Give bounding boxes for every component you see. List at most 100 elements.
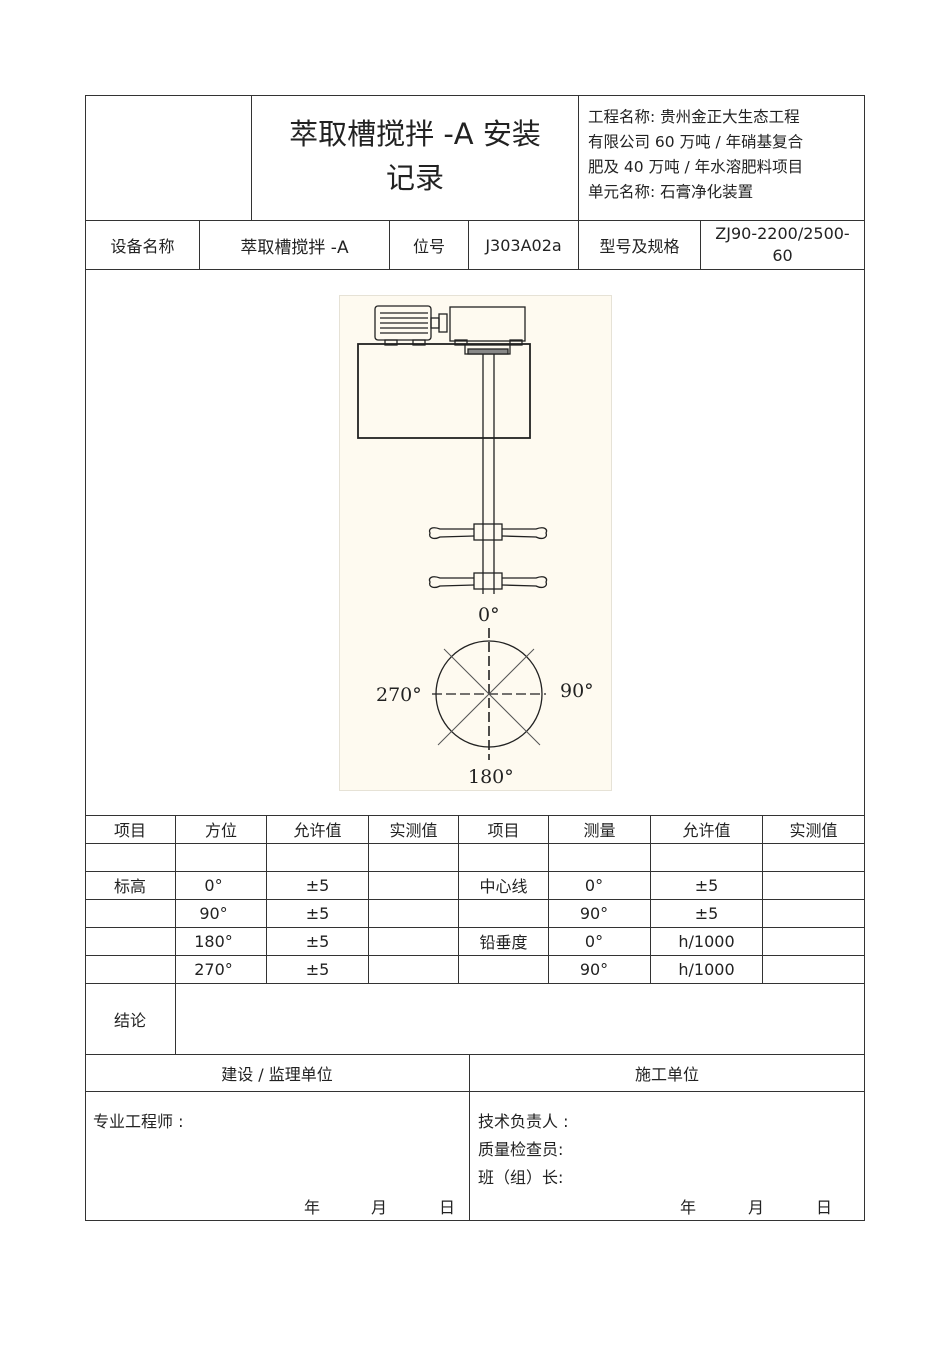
divider <box>468 220 469 269</box>
angle-label-0: 0° <box>478 604 500 626</box>
measured-input[interactable] <box>369 871 458 899</box>
measured-input[interactable] <box>763 871 864 899</box>
title-line-2: 记录 <box>385 161 444 195</box>
col-header: 实测值 <box>389 821 438 840</box>
angle-label-270: 270° <box>376 684 422 706</box>
measured-input[interactable] <box>369 955 458 983</box>
divider <box>578 95 579 269</box>
project-line: 有限公司 60 万吨 / 年硝基复合 <box>588 133 804 151</box>
left-date-day: 日 <box>439 1198 456 1217</box>
table-cell: ±5 <box>305 875 330 895</box>
table-cell: 90° <box>579 959 609 979</box>
divider <box>85 815 865 816</box>
equipment-name-value: 萃取槽搅拌 -A <box>240 237 349 258</box>
table-cell: 铅垂度 <box>479 933 528 952</box>
table-cell: 90° <box>199 903 228 923</box>
agitator-drawing: 0° 90° 180° 270° <box>339 295 612 791</box>
title-line-1: 萃取槽搅拌 -A 安装 <box>289 117 541 151</box>
measured-input[interactable] <box>763 899 864 927</box>
right-date-day: 日 <box>816 1198 833 1217</box>
team-leader-label: 班（组）长: <box>478 1168 564 1187</box>
measured-input[interactable] <box>763 927 864 955</box>
table-cell: ±5 <box>305 959 330 979</box>
table-cell: 0° <box>584 875 604 895</box>
measured-input[interactable] <box>369 927 458 955</box>
divider <box>85 983 865 984</box>
frame-top <box>85 95 865 96</box>
col-header: 允许值 <box>682 821 731 840</box>
position-label: 位号 <box>412 237 445 256</box>
divider <box>85 1091 865 1092</box>
table-cell: ±5 <box>694 903 719 923</box>
divider <box>85 955 865 956</box>
conclusion-label: 结论 <box>113 1011 146 1030</box>
conclusion-field[interactable] <box>176 984 864 1054</box>
equipment-name-label: 设备名称 <box>110 237 175 256</box>
table-cell: h/1000 <box>678 959 735 979</box>
model-value-line-1: ZJ90-2200/2500- <box>715 224 850 243</box>
divider <box>762 815 763 983</box>
left-date-year: 年 <box>304 1198 321 1217</box>
project-line: 肥及 40 万吨 / 年水溶肥料项目 <box>588 158 804 176</box>
divider <box>266 815 267 983</box>
right-date-month: 月 <box>748 1198 765 1217</box>
left-date-month: 月 <box>371 1198 388 1217</box>
divider <box>85 220 865 221</box>
divider <box>700 220 701 269</box>
divider <box>85 1054 865 1055</box>
agitator-diagram-icon <box>357 305 548 760</box>
table-cell: 0° <box>204 875 223 895</box>
owner-unit-header: 建设 / 监理单位 <box>221 1065 333 1084</box>
project-line: 工程名称: 贵州金正大生态工程 <box>588 108 800 126</box>
table-cell: 标高 <box>113 877 146 896</box>
measured-input[interactable] <box>763 955 864 983</box>
table-cell: 270° <box>194 959 233 979</box>
table-cell: 90° <box>579 903 609 923</box>
col-header: 方位 <box>204 821 237 840</box>
table-cell: ±5 <box>305 931 330 951</box>
measured-input[interactable] <box>369 899 458 927</box>
model-value: ZJ90-2200/2500- 60 <box>701 221 864 269</box>
col-header: 实测值 <box>789 821 838 840</box>
col-header: 项目 <box>487 821 520 840</box>
page-title: 萃取槽搅拌 -A 安装 记录 <box>252 112 578 200</box>
table-cell: ±5 <box>305 903 330 923</box>
project-line: 单元名称: 石膏净化装置 <box>588 183 754 201</box>
divider <box>85 927 865 928</box>
frame-right <box>864 95 865 1221</box>
angle-label-180: 180° <box>468 766 514 788</box>
frame-bottom <box>85 1220 865 1221</box>
divider <box>368 815 369 983</box>
divider <box>389 220 390 269</box>
col-header: 测量 <box>583 821 616 840</box>
contractor-unit-header: 施工单位 <box>634 1065 699 1084</box>
model-label: 型号及规格 <box>599 237 680 256</box>
divider <box>85 269 865 270</box>
divider <box>199 220 200 269</box>
engineer-label: 专业工程师 : <box>93 1112 184 1131</box>
right-date-year: 年 <box>680 1198 697 1217</box>
divider <box>469 1054 470 1220</box>
divider <box>548 815 549 983</box>
position-value: J303A02a <box>485 235 562 255</box>
divider <box>85 871 865 872</box>
tech-lead-label: 技术负责人 : <box>478 1112 569 1131</box>
angle-label-90: 90° <box>560 680 594 702</box>
divider <box>85 843 865 844</box>
table-cell: 180° <box>194 931 233 951</box>
model-value-line-2: 60 <box>772 246 793 265</box>
col-header: 允许值 <box>293 821 342 840</box>
col-header: 项目 <box>113 821 146 840</box>
table-cell: h/1000 <box>678 931 735 951</box>
frame-left <box>85 95 86 1221</box>
divider <box>85 899 865 900</box>
table-cell: 0° <box>584 931 604 951</box>
divider <box>458 815 459 983</box>
divider <box>650 815 651 983</box>
project-info: 工程名称: 贵州金正大生态工程 有限公司 60 万吨 / 年硝基复合 肥及 40… <box>588 105 860 205</box>
divider <box>175 815 176 1054</box>
table-cell: ±5 <box>694 875 719 895</box>
table-cell: 中心线 <box>479 877 528 896</box>
divider <box>251 95 252 220</box>
quality-inspector-label: 质量检查员: <box>478 1140 564 1159</box>
